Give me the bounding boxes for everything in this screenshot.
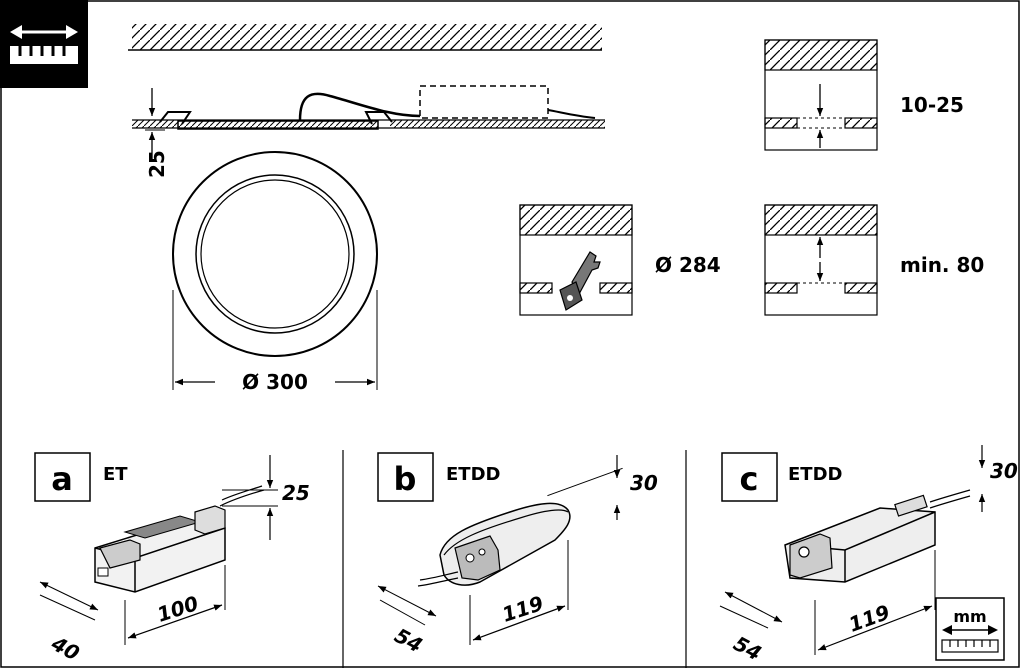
ceiling-slab <box>128 20 606 51</box>
panel-a-type: ET <box>103 464 128 485</box>
luminaire-front-view <box>172 151 378 390</box>
saw-icon <box>559 251 601 311</box>
panel-a-width: 40 <box>47 631 84 666</box>
panel-letter-box <box>721 452 778 502</box>
panel-b <box>377 452 623 645</box>
panel-a-height: 25 <box>282 481 310 505</box>
panel-a <box>34 452 278 645</box>
ceiling-thickness-diagram <box>764 39 878 151</box>
luminaire-section <box>132 85 605 130</box>
panel-c-type: ETDD <box>788 464 842 485</box>
panel-c-width: 54 <box>730 631 766 665</box>
driver-etdd-c <box>784 489 971 583</box>
panel-a-length: 100 <box>154 591 201 627</box>
cutout-diagram <box>519 204 633 316</box>
cutout-diameter-label: Ø 284 <box>655 253 721 277</box>
driver-etdd-b <box>417 502 571 587</box>
luminaire-height-label: 25 <box>145 150 169 178</box>
panel-b-width: 54 <box>391 623 427 657</box>
panel-letter-box <box>34 452 91 502</box>
panel-letter-box <box>377 452 434 502</box>
panel-c-length: 119 <box>846 600 894 637</box>
driver-et <box>94 485 265 593</box>
panel-b-length: 119 <box>499 591 546 627</box>
panel-a-letter: a <box>51 460 73 498</box>
luminaire-diameter-label: Ø 300 <box>242 370 308 394</box>
min-depth-label: min. 80 <box>900 253 984 277</box>
panel-b-letter: b <box>394 460 417 498</box>
panel-b-height: 30 <box>630 471 658 495</box>
ruler-icon <box>935 597 1005 661</box>
panel-b-type: ETDD <box>446 464 500 485</box>
panel-c-letter: c <box>740 460 759 498</box>
ceiling-thickness-label: 10-25 <box>900 93 964 117</box>
measure-icon <box>0 0 88 88</box>
units-label: mm <box>953 607 986 626</box>
min-depth-diagram <box>764 204 878 316</box>
panel-c <box>719 445 986 655</box>
panel-c-height: 30 <box>990 459 1018 483</box>
luminaire-height-dimension <box>145 88 165 160</box>
